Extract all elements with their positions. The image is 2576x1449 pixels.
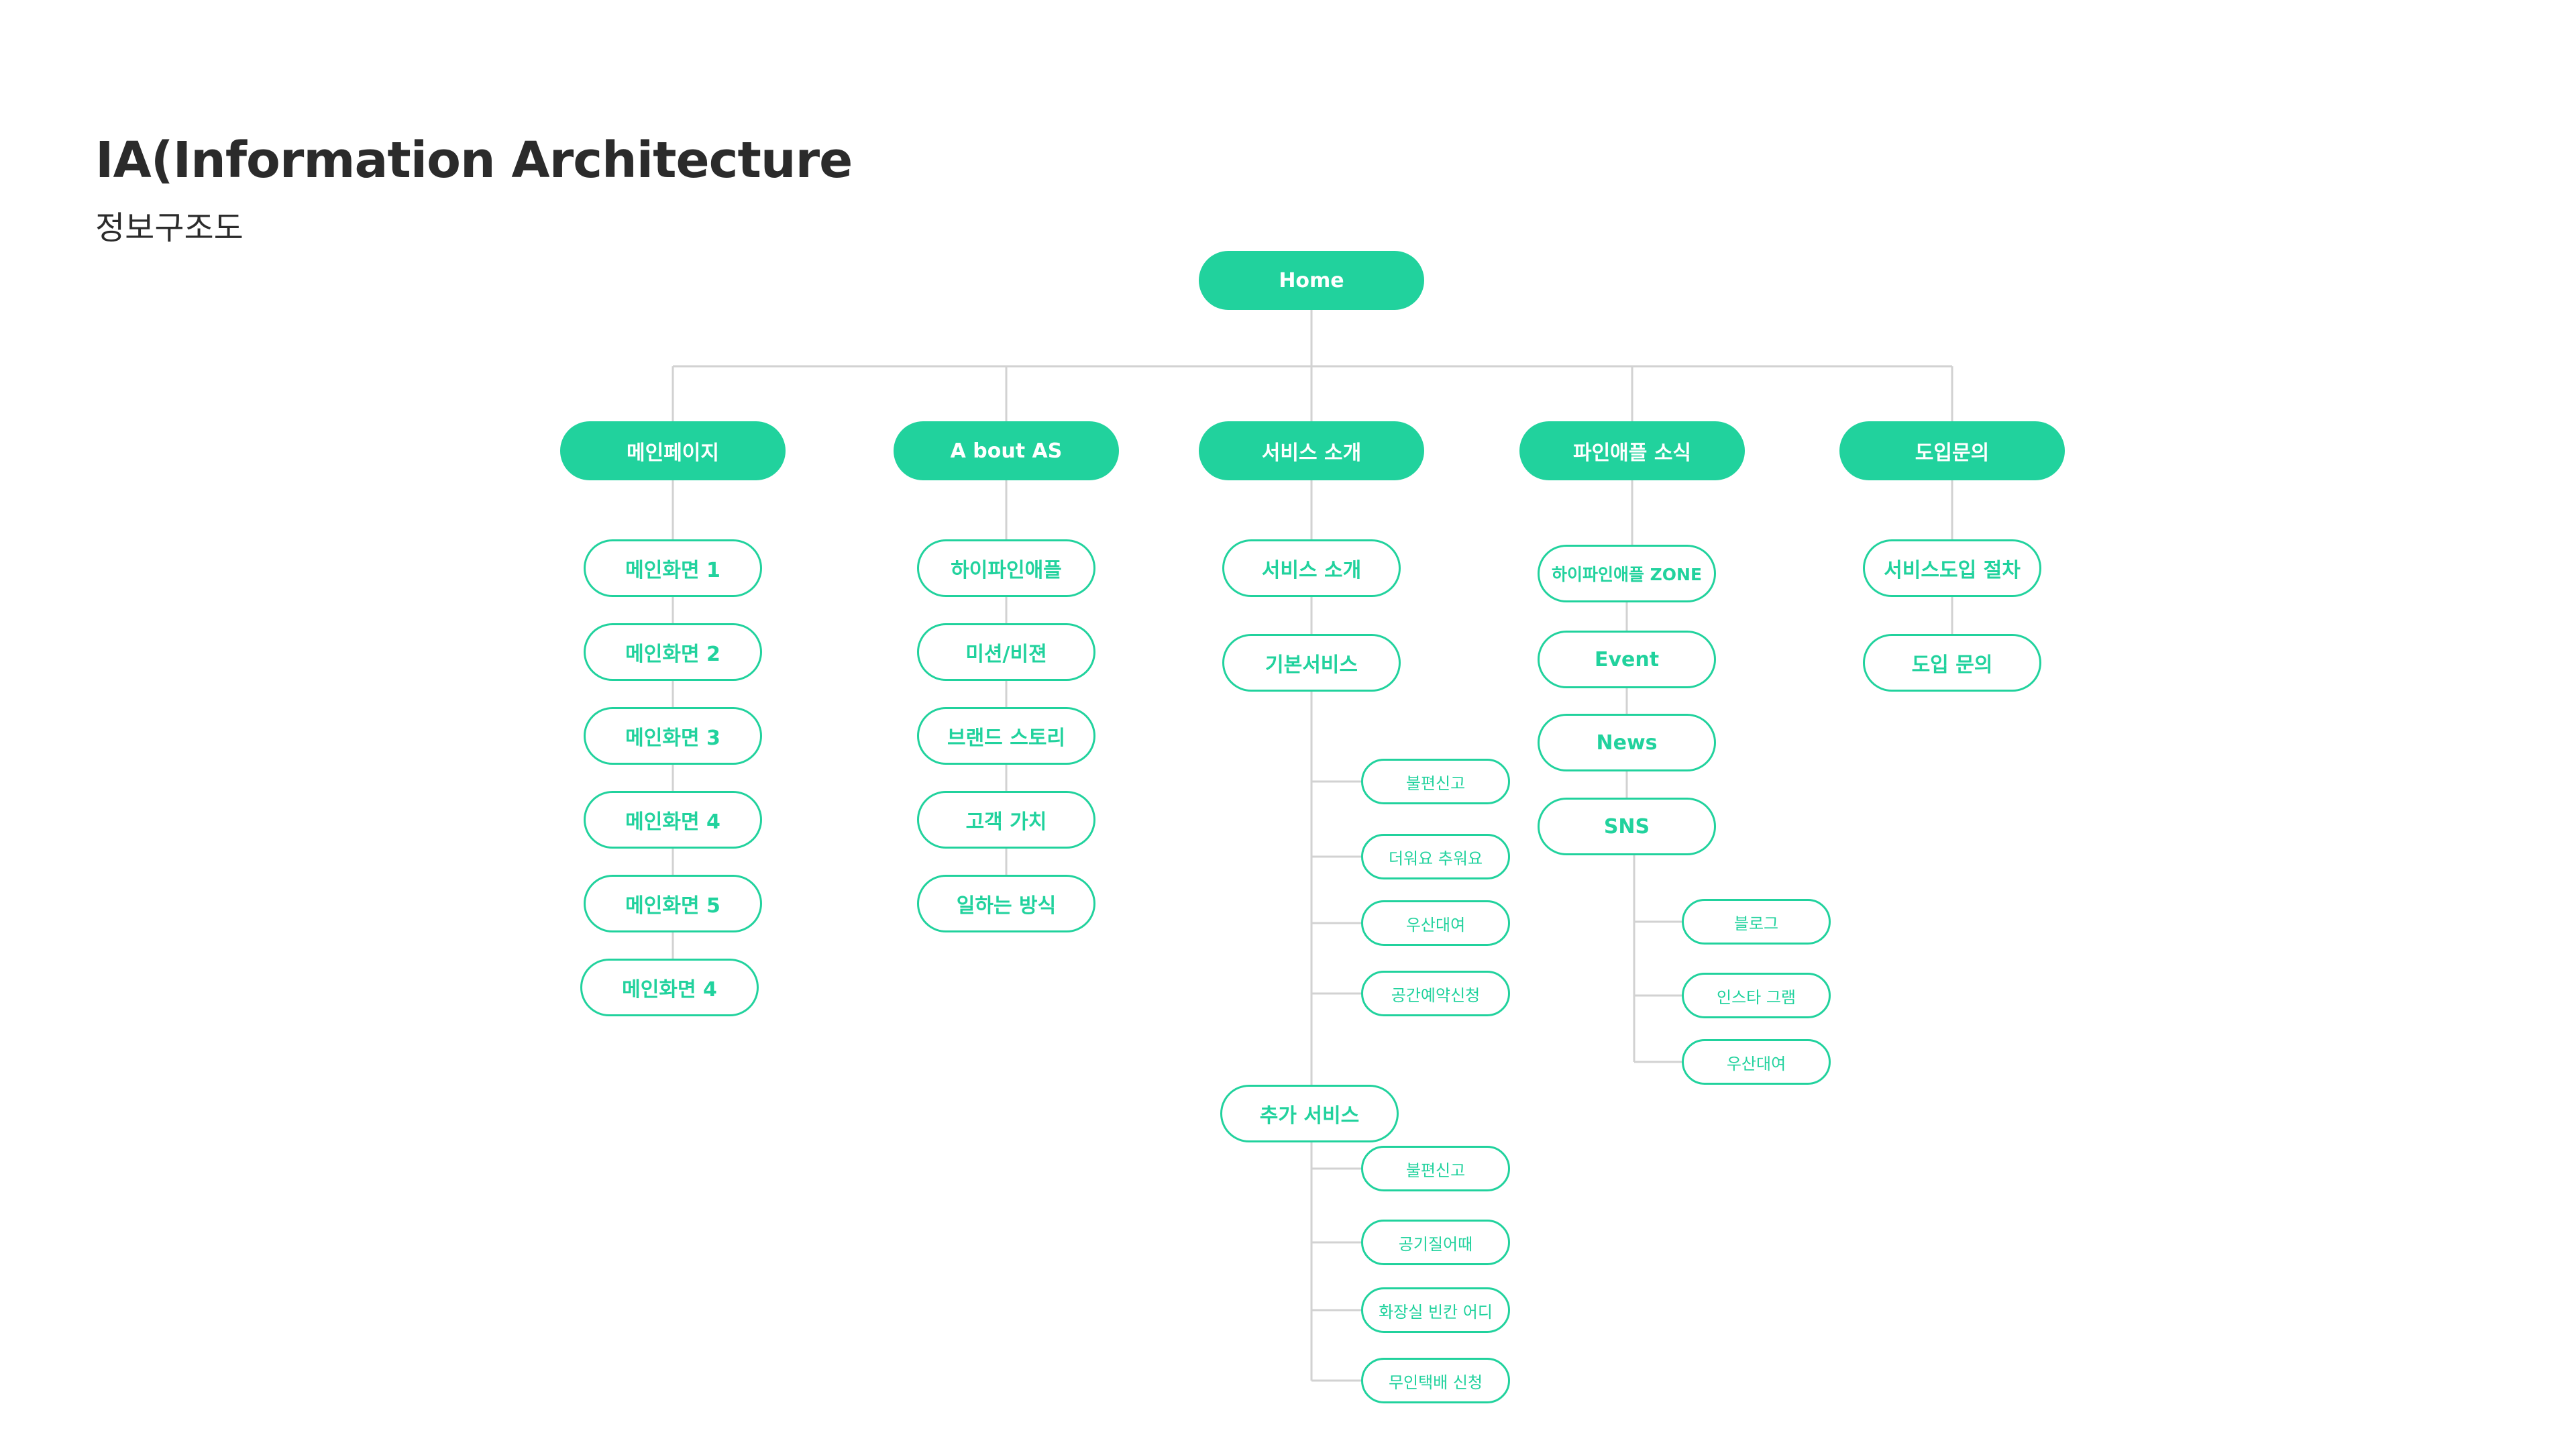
tree-node-news-item-1[interactable]: 하이파인애플 ZONE	[1538, 545, 1716, 602]
tree-node-main-page[interactable]: 메인페이지	[560, 421, 786, 480]
tree-node-about[interactable]: A bout AS	[894, 421, 1119, 480]
tree-node-inquiry[interactable]: 도입문의	[1839, 421, 2065, 480]
tree-node-basic-service-item-3[interactable]: 우산대여	[1361, 900, 1510, 946]
tree-node-news-item-2[interactable]: Event	[1538, 631, 1716, 688]
tree-node-service-intro-sub[interactable]: 서비스 소개	[1222, 539, 1401, 597]
tree-node-about-item-3[interactable]: 브랜드 스토리	[917, 707, 1095, 765]
tree-node-main-screen-2[interactable]: 메인화면 2	[584, 623, 762, 681]
tree-node-basic-service-item-4[interactable]: 공간예약신청	[1361, 971, 1510, 1016]
page-title: IA(Information Architecture	[95, 131, 853, 189]
tree-node-inquiry-item-2[interactable]: 도입 문의	[1863, 634, 2041, 692]
tree-node-sns-item-3[interactable]: 우산대여	[1682, 1039, 1831, 1085]
tree-node-home[interactable]: Home	[1199, 251, 1424, 310]
tree-node-service-intro[interactable]: 서비스 소개	[1199, 421, 1424, 480]
tree-node-extra-service-item-2[interactable]: 공기질어때	[1361, 1220, 1510, 1265]
tree-node-news-item-3[interactable]: News	[1538, 714, 1716, 771]
tree-node-about-item-1[interactable]: 하이파인애플	[917, 539, 1095, 597]
tree-node-sns-item-2[interactable]: 인스타 그램	[1682, 973, 1831, 1018]
tree-node-about-item-2[interactable]: 미션/비젼	[917, 623, 1095, 681]
tree-node-main-screen-6[interactable]: 메인화면 4	[580, 959, 759, 1016]
tree-node-basic-service-item-1[interactable]: 불편신고	[1361, 759, 1510, 804]
tree-node-about-item-5[interactable]: 일하는 방식	[917, 875, 1095, 932]
tree-node-basic-service-item-2[interactable]: 더워요 추워요	[1361, 834, 1510, 879]
tree-node-extra-service[interactable]: 추가 서비스	[1220, 1085, 1399, 1142]
tree-node-sns-item-1[interactable]: 블로그	[1682, 899, 1831, 945]
tree-node-extra-service-item-4[interactable]: 무인택배 신청	[1361, 1358, 1510, 1403]
page-subtitle: 정보구조도	[95, 209, 244, 247]
tree-node-main-screen-5[interactable]: 메인화면 5	[584, 875, 762, 932]
tree-node-news-item-4[interactable]: SNS	[1538, 798, 1716, 855]
tree-node-main-screen-3[interactable]: 메인화면 3	[584, 707, 762, 765]
tree-node-main-screen-1[interactable]: 메인화면 1	[584, 539, 762, 597]
tree-node-main-screen-4[interactable]: 메인화면 4	[584, 791, 762, 849]
tree-node-extra-service-item-1[interactable]: 불편신고	[1361, 1146, 1510, 1191]
tree-node-about-item-4[interactable]: 고객 가치	[917, 791, 1095, 849]
tree-node-basic-service[interactable]: 기본서비스	[1222, 634, 1401, 692]
tree-node-inquiry-item-1[interactable]: 서비스도입 절차	[1863, 539, 2041, 597]
tree-node-extra-service-item-3[interactable]: 화장실 빈칸 어디	[1361, 1287, 1510, 1333]
tree-node-pineapple-news[interactable]: 파인애플 소식	[1519, 421, 1745, 480]
